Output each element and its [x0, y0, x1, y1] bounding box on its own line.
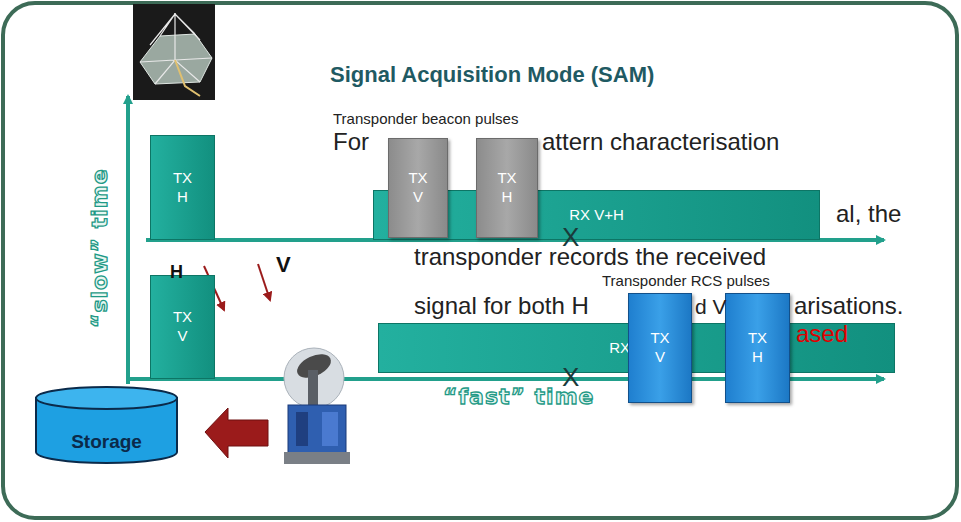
polarisation-label: V — [276, 252, 291, 278]
storage-cylinder: Storage — [35, 386, 178, 464]
slide-title: Signal Acquisition Mode (SAM) — [330, 62, 654, 88]
body-text: For — [333, 128, 369, 157]
pulse-label: H — [752, 348, 763, 367]
cylinder-outline — [35, 386, 178, 464]
panel-border — [3, 3, 957, 518]
rcs-pulse-box: TXH — [725, 293, 790, 403]
storage-arrow — [205, 408, 268, 458]
tx-pulse-box: TXH — [150, 135, 215, 240]
body-text: transponder records the received — [414, 243, 766, 272]
pulse-label: TX — [173, 308, 192, 327]
beacon-pulse-box: TXV — [388, 138, 448, 238]
pulse-label: H — [502, 188, 513, 207]
axis-label: “slow” time — [87, 168, 113, 328]
body-text: arisations. — [794, 292, 903, 321]
annotation: Transponder RCS pulses — [602, 272, 770, 290]
tx-pulse-box: TXV — [150, 275, 215, 379]
axis-label: “fast” time — [443, 384, 595, 410]
polarisation-label: H — [170, 262, 183, 284]
body-text: al, the — [836, 200, 901, 229]
pulse-label: TX — [748, 329, 767, 348]
pulse-label: V — [177, 327, 187, 346]
body-text: d V — [695, 294, 727, 319]
pulse-label: TX — [173, 169, 192, 188]
pulse-label: TX — [408, 169, 427, 188]
body-text: ased — [796, 320, 848, 349]
body-text: signal for both H — [414, 292, 589, 321]
incident-arrow — [258, 264, 270, 300]
antenna-illustration — [133, 4, 215, 100]
annotation: Transponder beacon pulses — [333, 110, 518, 128]
pulse-label: TX — [650, 329, 669, 348]
cross-mark: X — [562, 222, 579, 253]
slow-time-axis — [126, 96, 130, 384]
pulse-label: V — [413, 188, 423, 207]
rcs-pulse-box: TXV — [628, 293, 692, 403]
pulse-label: RX V+H — [569, 206, 624, 225]
beacon-pulse-box: TXH — [476, 138, 538, 238]
pulse-label: Storage — [71, 430, 142, 454]
positioner-illustration — [284, 348, 350, 464]
pulse-label: TX — [497, 169, 516, 188]
pulse-label: V — [655, 348, 665, 367]
pulse-label: H — [177, 188, 188, 207]
body-text: attern characterisation — [542, 128, 779, 157]
